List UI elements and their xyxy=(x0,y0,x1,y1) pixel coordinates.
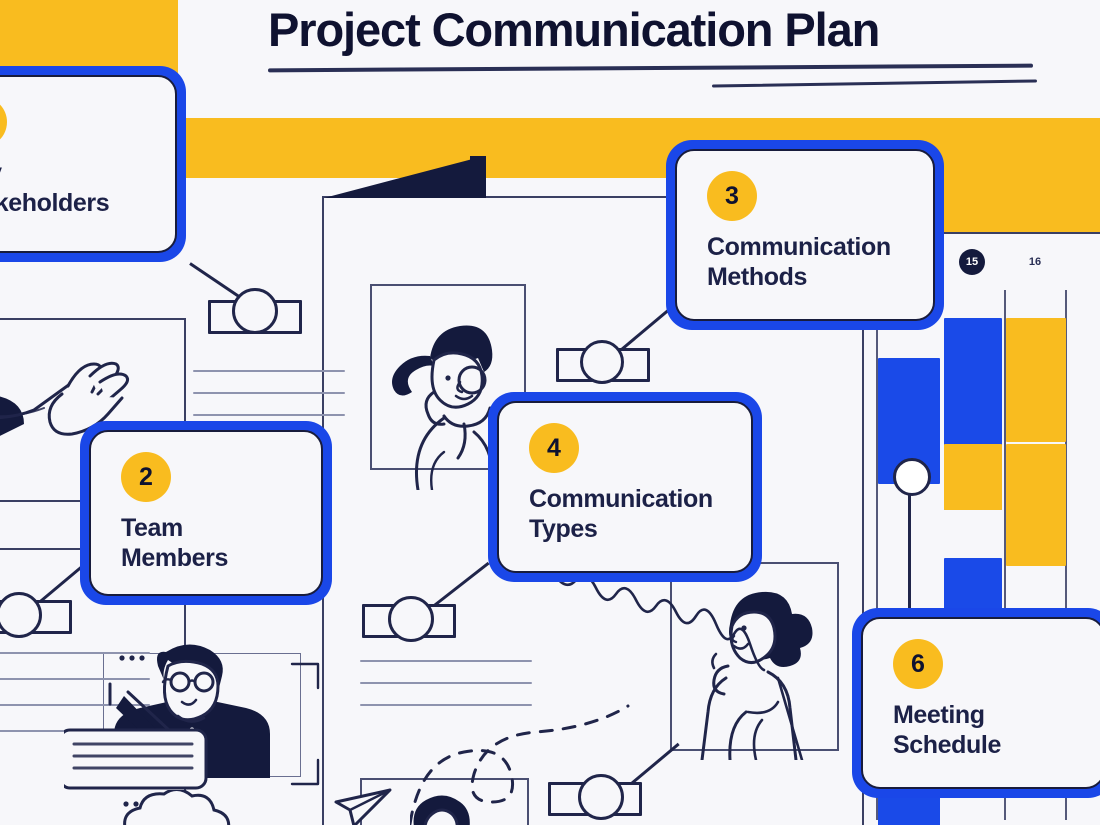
gantt-day-marker[interactable]: 16 xyxy=(1022,249,1048,275)
card-inner: 1 Key Stakeholders xyxy=(0,75,177,253)
card-label: Key Stakeholders xyxy=(0,159,110,217)
gantt-bar xyxy=(944,444,1002,510)
card-key-stakeholders[interactable]: 1 Key Stakeholders xyxy=(0,66,186,262)
card-badge: 6 xyxy=(893,639,943,689)
woman-thinking-illustration xyxy=(372,300,522,490)
paper-plane-icon xyxy=(332,784,398,825)
card-label: Communication Types xyxy=(529,485,713,543)
connector-node-circle xyxy=(578,774,624,820)
center-document-flap xyxy=(324,156,484,198)
gantt-gridline xyxy=(876,290,878,820)
connector-node-circle xyxy=(232,288,278,334)
text-line xyxy=(193,392,345,394)
text-line xyxy=(193,370,345,372)
dashed-path-loop xyxy=(408,692,700,825)
gantt-day-marker-active[interactable]: 15 xyxy=(959,249,985,275)
connector-node-circle xyxy=(580,340,624,384)
card-label: Communication Methods xyxy=(707,233,891,291)
gantt-day-label: 16 xyxy=(1028,256,1042,268)
woman-on-phone-illustration xyxy=(672,580,842,760)
card-inner: 4 Communication Types xyxy=(497,401,753,573)
card-number: 4 xyxy=(547,433,561,462)
card-number: 2 xyxy=(139,462,153,491)
connector-node-circle xyxy=(0,592,42,638)
card-badge: 1 xyxy=(0,97,7,147)
title-underline-stroke-2 xyxy=(711,79,1038,88)
text-line xyxy=(193,414,345,416)
text-line xyxy=(0,704,150,706)
gantt-bar xyxy=(1006,318,1066,442)
card-label: Meeting Schedule xyxy=(893,701,1001,759)
person-head-illustration xyxy=(398,788,494,825)
card-communication-types[interactable]: 4 Communication Types xyxy=(488,392,762,582)
cloud-shape xyxy=(120,790,240,825)
gantt-handle[interactable] xyxy=(893,458,931,496)
connector-node-circle xyxy=(388,596,434,642)
card-badge: 2 xyxy=(121,452,171,502)
card-label: Team Members xyxy=(121,514,228,572)
gantt-gridline xyxy=(1004,290,1006,820)
card-team-members[interactable]: 2 Team Members xyxy=(80,421,332,605)
card-communication-methods[interactable]: 3 Communication Methods xyxy=(666,140,944,330)
card-number: 3 xyxy=(725,181,739,210)
gantt-bar xyxy=(1006,444,1066,566)
text-line xyxy=(0,652,150,654)
phone-cord-spiral xyxy=(548,570,768,680)
card-meeting-schedule[interactable]: 6 Meeting Schedule xyxy=(852,608,1100,798)
center-document-flap-block xyxy=(470,156,486,198)
gantt-handle-stem xyxy=(908,484,911,644)
text-line xyxy=(360,704,532,706)
card-number: 6 xyxy=(911,649,925,678)
card-inner: 2 Team Members xyxy=(89,430,323,596)
card-badge: 4 xyxy=(529,423,579,473)
text-line xyxy=(360,660,532,662)
man-with-glasses-illustration xyxy=(64,632,354,825)
card-badge: 3 xyxy=(707,171,757,221)
man-presenting-illustration xyxy=(0,320,184,498)
page-title: Project Communication Plan xyxy=(268,3,880,56)
card-inner: 3 Communication Methods xyxy=(675,149,935,321)
title-underline-stroke-1 xyxy=(267,63,1034,73)
text-line xyxy=(360,682,532,684)
gantt-day-label: 15 xyxy=(965,256,979,268)
card-inner: 6 Meeting Schedule xyxy=(861,617,1100,789)
text-line xyxy=(0,678,150,680)
